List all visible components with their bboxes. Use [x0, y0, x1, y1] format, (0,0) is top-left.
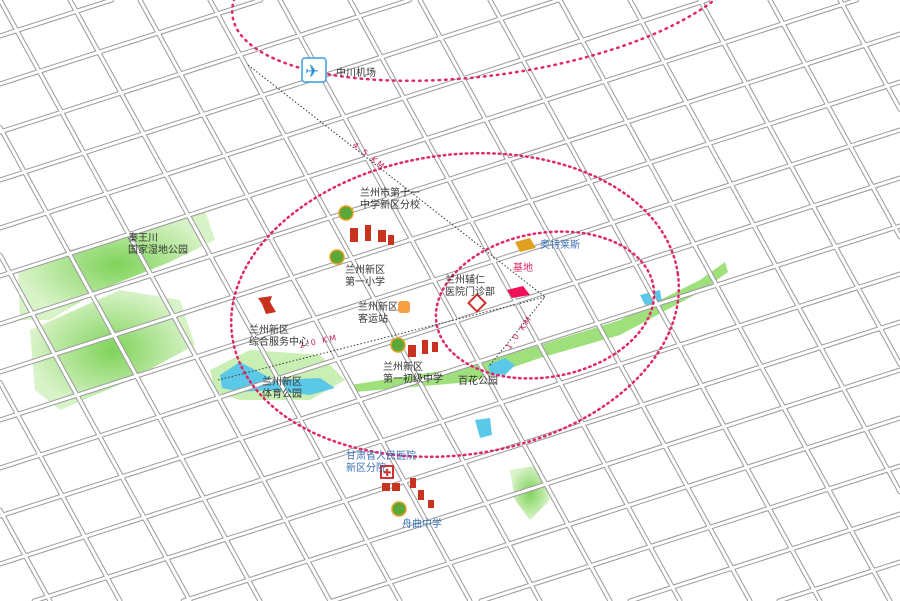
label-middle-school: 兰州新区 — [383, 360, 423, 373]
wetland-park-north — [18, 210, 215, 320]
svg-text:✈: ✈ — [305, 62, 319, 82]
school-building — [418, 490, 424, 500]
road — [0, 176, 900, 470]
label-sports-park: 兰州新区 — [262, 375, 302, 388]
label-middle-school-2: 第一初级中学 — [383, 372, 443, 385]
label-wetland: 秦王川 — [128, 231, 158, 244]
ring-1km — [434, 230, 656, 380]
south-lake — [475, 418, 492, 438]
base-site-marker[interactable] — [507, 286, 530, 298]
distance-line-mid — [217, 296, 546, 381]
label-provincial-hospital-2: 新区分院 — [346, 461, 386, 474]
distance-lines — [217, 64, 546, 381]
road — [0, 380, 122, 601]
road — [0, 125, 262, 601]
label-zhouqu-school: 舟曲中学 — [402, 517, 442, 530]
road — [348, 0, 682, 601]
label-provincial-hospital: 甘肃省人民医院 — [346, 449, 416, 462]
label-furen-hospital-2: 医院门诊部 — [445, 285, 495, 298]
label-airport: 中川机场 — [336, 66, 376, 79]
label-primary-school: 兰州新区 — [345, 263, 385, 276]
road — [0, 508, 52, 601]
school-icon — [329, 205, 407, 517]
label-baihua-park: 百花公园 — [458, 374, 498, 387]
road — [777, 560, 900, 601]
road — [0, 0, 710, 230]
road — [418, 0, 752, 601]
label-outlets: 奥特莱斯 — [540, 238, 580, 251]
school-building — [432, 342, 438, 352]
road — [628, 512, 900, 601]
ring-2km — [229, 151, 681, 459]
road — [558, 0, 892, 601]
road — [32, 320, 900, 601]
road — [0, 0, 332, 601]
road — [0, 0, 114, 38]
road — [0, 272, 900, 566]
road — [0, 128, 900, 422]
distance-rings — [229, 0, 750, 459]
label-service-center: 兰州新区 — [249, 323, 289, 336]
road — [0, 0, 561, 182]
buildings — [258, 225, 438, 508]
school-building — [408, 345, 416, 357]
road — [0, 80, 900, 374]
road — [68, 0, 402, 601]
road — [0, 253, 192, 601]
bus-station-icon — [398, 301, 410, 313]
svg-text:✚: ✚ — [383, 468, 391, 479]
road — [278, 0, 612, 601]
label-furen-hospital: 兰州辅仁 — [445, 273, 485, 286]
label-wetland-2: 国家湿地公园 — [128, 243, 188, 256]
label-base: 基地 — [513, 261, 533, 274]
school-building — [365, 225, 371, 241]
school-building — [388, 235, 394, 245]
label-sports-park-2: 体育公园 — [262, 387, 302, 400]
school-building — [422, 340, 428, 354]
label-primary-school-2: 第一小学 — [345, 275, 385, 288]
school-building — [410, 478, 416, 488]
label-bus-station: 兰州新区 — [358, 300, 398, 313]
hospital-icon — [467, 293, 487, 313]
baihua-lake — [488, 358, 515, 375]
road — [138, 0, 472, 601]
label-school-11: 兰州市第十一 — [360, 186, 420, 199]
hospital-icon: ✚ — [380, 465, 394, 479]
road — [0, 224, 900, 518]
school-building — [428, 500, 434, 508]
road — [838, 0, 900, 111]
road — [479, 464, 900, 601]
road — [628, 0, 900, 494]
ring-4-5km — [230, 0, 750, 83]
park-south — [510, 465, 550, 520]
label-bus-station-2: 客运站 — [358, 312, 388, 325]
outlets-marker[interactable] — [515, 238, 536, 252]
airport-icon: ✈ — [301, 57, 327, 83]
hospital-building — [382, 483, 390, 491]
road — [0, 0, 412, 134]
school-building — [378, 230, 386, 242]
road — [181, 368, 900, 601]
label-school-11-2: 中学新区分校 — [360, 198, 420, 211]
road — [208, 0, 542, 601]
hospital-building — [392, 483, 400, 491]
road — [488, 0, 822, 601]
road — [0, 0, 859, 278]
distance-line-near — [489, 296, 546, 366]
label-service-center-2: 综合服务中心 — [249, 335, 309, 348]
school-building — [350, 228, 358, 242]
road — [768, 0, 900, 239]
service-center-building — [258, 296, 276, 314]
road — [698, 0, 900, 366]
